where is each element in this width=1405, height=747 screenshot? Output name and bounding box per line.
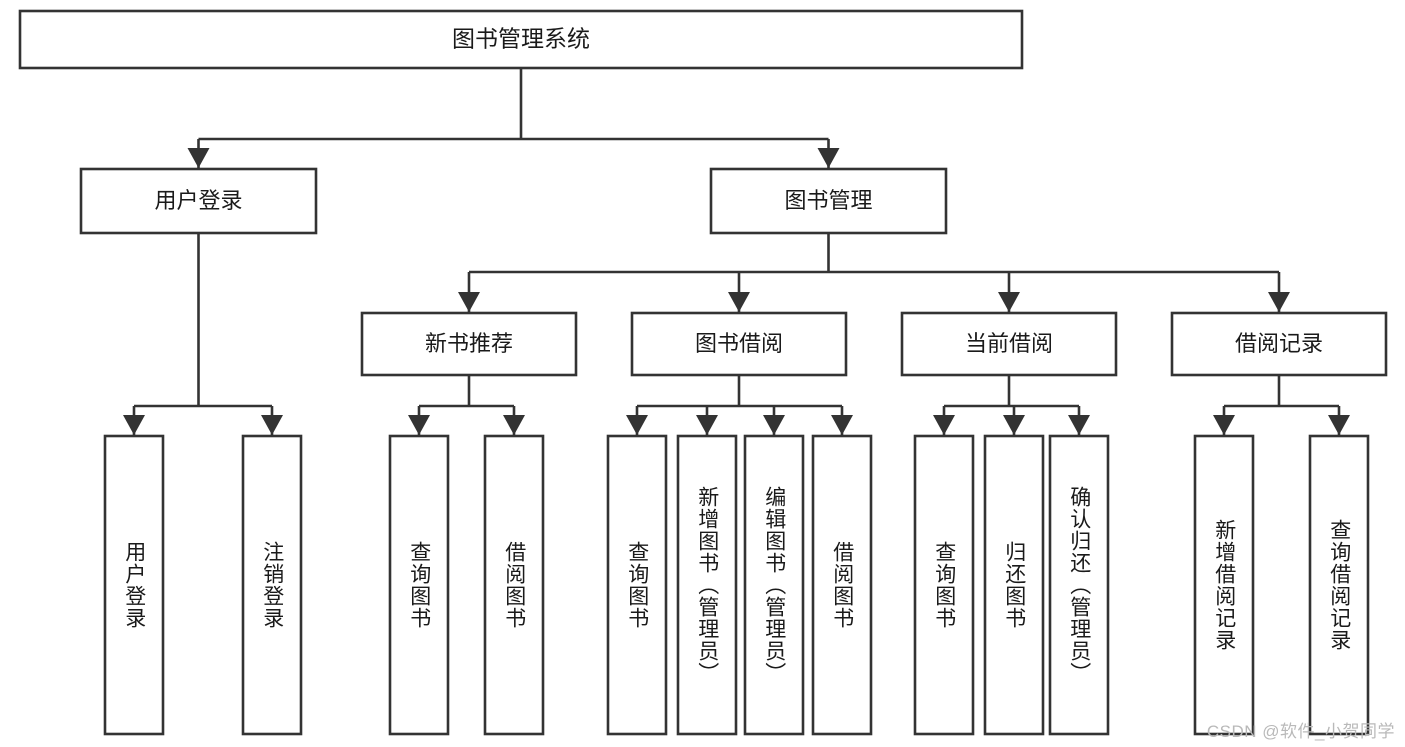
node-leaf-edit-book-admin[interactable] [743, 434, 805, 736]
node-box-leaf-query-book-recommend [388, 434, 450, 736]
node-box-leaf-user-login [103, 434, 165, 736]
node-leaf-query-book-borrow[interactable] [606, 434, 668, 736]
arrow-head [1068, 415, 1090, 435]
node-box-current-borrow [900, 311, 1118, 377]
node-box-book-borrow [630, 311, 848, 377]
node-box-new-book-recommend [360, 311, 578, 377]
arrow-head [408, 415, 430, 435]
node-leaf-borrow-book-recommend[interactable] [483, 434, 545, 736]
node-leaf-return-book[interactable] [983, 434, 1045, 736]
node-book-management[interactable]: 图书管理 [709, 167, 948, 235]
arrow-head [1328, 415, 1350, 435]
node-label-current-borrow: 当前借阅 [965, 331, 1053, 356]
node-root[interactable]: 图书管理系统 [18, 9, 1024, 70]
node-user-login[interactable]: 用户登录 [79, 167, 318, 235]
node-leaf-confirm-return-admin[interactable] [1048, 434, 1110, 736]
node-box-leaf-add-book-admin [676, 434, 738, 736]
node-leaf-query-book-recommend[interactable] [388, 434, 450, 736]
node-label-borrow-record: 借阅记录 [1235, 331, 1323, 356]
arrow-head [261, 415, 283, 435]
arrow-head [626, 415, 648, 435]
arrow-head [817, 148, 840, 168]
node-box-leaf-add-borrow-record [1193, 434, 1255, 736]
arrow-head [1213, 415, 1235, 435]
node-box-user-login [79, 167, 318, 235]
arrow-head [187, 148, 210, 168]
node-box-root [18, 9, 1024, 70]
node-box-leaf-logout [241, 434, 303, 736]
node-book-borrow[interactable]: 图书借阅 [630, 311, 848, 377]
node-current-borrow[interactable]: 当前借阅 [900, 311, 1118, 377]
arrow-head [503, 415, 525, 435]
node-borrow-record[interactable]: 借阅记录 [1170, 311, 1388, 377]
node-label-book-management: 图书管理 [784, 188, 872, 213]
node-label-book-borrow: 图书借阅 [695, 331, 783, 356]
node-box-leaf-query-borrow-record [1308, 434, 1370, 736]
node-box-leaf-confirm-return-admin [1048, 434, 1110, 736]
node-box-borrow-record [1170, 311, 1388, 377]
node-box-leaf-query-book-borrow [606, 434, 668, 736]
arrow-head [998, 292, 1020, 312]
node-label-user-login: 用户登录 [154, 188, 242, 213]
node-label-root: 图书管理系统 [452, 26, 590, 52]
watermark: CSDN @软件_小贺同学 [1206, 722, 1395, 741]
node-leaf-add-book-admin[interactable] [676, 434, 738, 736]
node-box-leaf-borrow-book [811, 434, 873, 736]
arrow-head [933, 415, 955, 435]
arrow-head [728, 292, 750, 312]
node-box-leaf-edit-book-admin [743, 434, 805, 736]
node-leaf-borrow-book[interactable] [811, 434, 873, 736]
arrow-head [123, 415, 145, 435]
arrow-head [458, 292, 480, 312]
node-box-leaf-borrow-book-recommend [483, 434, 545, 736]
arrow-head [1268, 292, 1290, 312]
arrow-head [831, 415, 853, 435]
node-new-book-recommend[interactable]: 新书推荐 [360, 311, 578, 377]
node-box-book-management [709, 167, 948, 235]
node-box-leaf-query-book-current [913, 434, 975, 736]
connector-layer [123, 68, 1350, 435]
arrow-head [696, 415, 718, 435]
node-leaf-add-borrow-record[interactable] [1193, 434, 1255, 736]
arrow-head [1003, 415, 1025, 435]
node-leaf-query-borrow-record[interactable] [1308, 434, 1370, 736]
node-label-new-book-recommend: 新书推荐 [425, 331, 513, 356]
node-box-leaf-return-book [983, 434, 1045, 736]
node-leaf-query-book-current[interactable] [913, 434, 975, 736]
node-leaf-logout[interactable] [241, 434, 303, 736]
node-leaf-user-login[interactable] [103, 434, 165, 736]
arrow-head [763, 415, 785, 435]
